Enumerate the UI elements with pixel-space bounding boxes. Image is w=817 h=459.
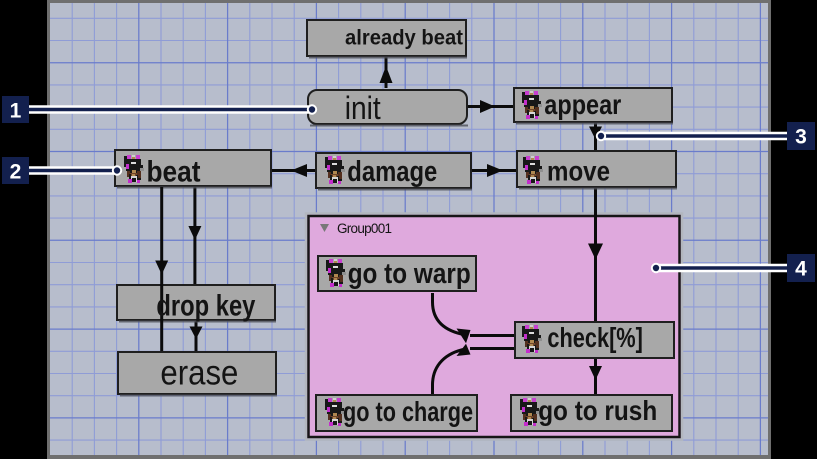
svg-text:check[%]: check[%]: [547, 322, 643, 353]
svg-text:init: init: [345, 90, 381, 126]
svg-text:beat: beat: [147, 156, 201, 189]
svg-text:drop key: drop key: [156, 290, 255, 323]
svg-text:go to warp: go to warp: [348, 258, 471, 290]
svg-text:damage: damage: [347, 156, 437, 188]
svg-text:3: 3: [795, 126, 807, 149]
svg-text:appear: appear: [544, 89, 621, 120]
svg-text:go to charge: go to charge: [343, 396, 473, 427]
svg-text:Group001: Group001: [337, 221, 392, 236]
svg-text:1: 1: [10, 100, 22, 123]
svg-text:erase: erase: [160, 353, 238, 392]
svg-text:4: 4: [795, 258, 807, 281]
svg-text:go to rush: go to rush: [538, 395, 657, 426]
svg-text:2: 2: [10, 161, 22, 184]
svg-text:move: move: [547, 156, 610, 187]
svg-text:already beat: already beat: [345, 27, 463, 50]
